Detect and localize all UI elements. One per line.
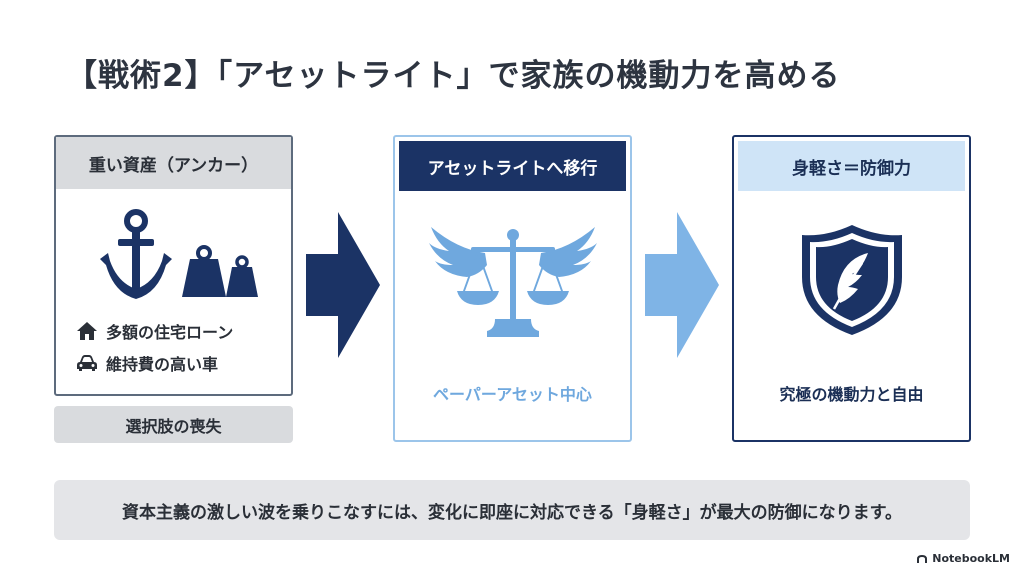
arrow-right-icon bbox=[306, 212, 380, 358]
list-item-mortgage: 多額の住宅ローン bbox=[76, 319, 233, 343]
summary-text: 資本主義の激しい波を乗りこなすには、変化に即座に対応できる「身軽さ」が最大の防御… bbox=[122, 502, 902, 523]
summary-banner: 資本主義の激しい波を乗りこなすには、変化に即座に対応できる「身軽さ」が最大の防御… bbox=[54, 480, 970, 540]
car-icon bbox=[77, 355, 97, 371]
mortgage-label: 多額の住宅ローン bbox=[106, 323, 234, 342]
asset-light-heading: アセットライトへ移行 bbox=[399, 141, 626, 191]
weights-icon bbox=[182, 245, 258, 297]
lightness-heading: 身軽さ＝防御力 bbox=[738, 141, 965, 191]
house-icon bbox=[77, 322, 97, 340]
brand-logo: NotebookLM bbox=[916, 552, 1010, 565]
arrow-right-icon bbox=[645, 212, 719, 358]
car-label: 維持費の高い車 bbox=[106, 355, 219, 374]
asset-light-card: アセットライトへ移行 ペーパーアセット中心 bbox=[393, 135, 632, 442]
list-item-car: 維持費の高い車 bbox=[76, 351, 218, 375]
notebooklm-icon bbox=[917, 554, 928, 563]
paper-asset-caption: ペーパーアセット中心 bbox=[433, 385, 592, 404]
page-title: 【戦術2】「アセットライト」で家族の機動力を高める bbox=[66, 58, 841, 94]
shield-feather-icon bbox=[802, 225, 902, 335]
heavy-assets-card: 重い資産（アンカー） 多額の住宅ローン 維持費の高い車 bbox=[54, 135, 293, 396]
winged-scales-icon bbox=[429, 227, 597, 337]
loss-of-options-pill: 選択肢の喪失 bbox=[54, 406, 293, 443]
brand-label: NotebookLM bbox=[932, 552, 1010, 565]
lightness-card: 身軽さ＝防御力 究極の機動力と自由 bbox=[732, 135, 971, 442]
ultimate-mobility-caption: 究極の機動力と自由 bbox=[779, 385, 924, 404]
heavy-assets-heading: 重い資産（アンカー） bbox=[56, 137, 291, 189]
anchor-icon bbox=[100, 209, 172, 299]
